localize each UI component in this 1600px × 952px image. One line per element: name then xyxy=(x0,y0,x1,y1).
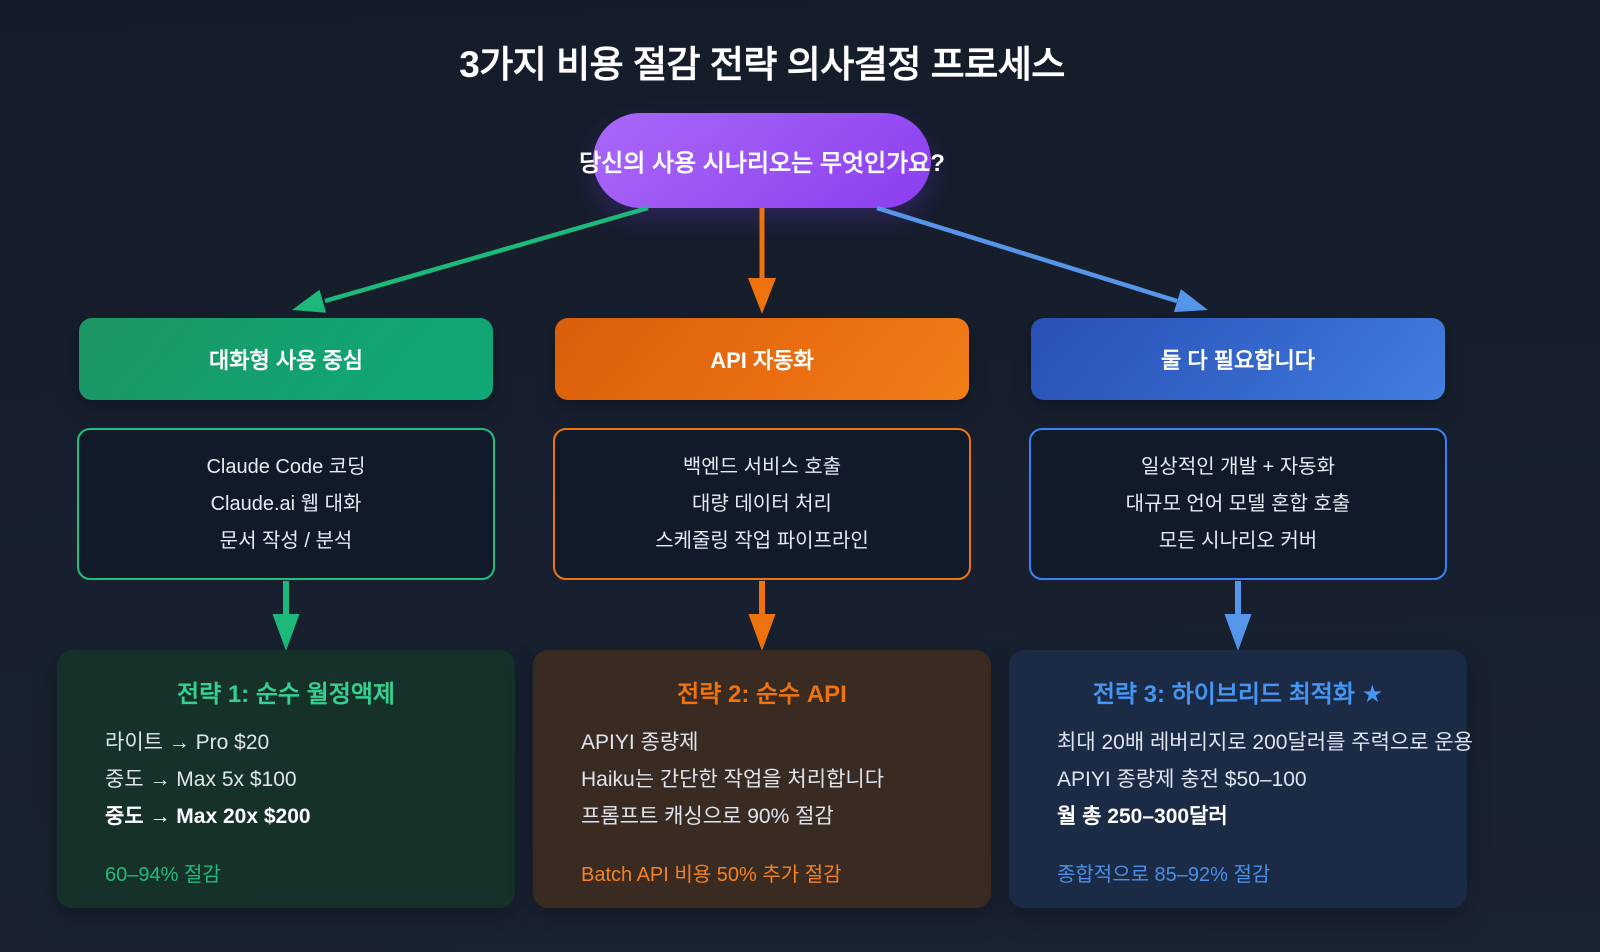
decision-node-label: 당신의 사용 시나리오는 무엇인가요? xyxy=(579,150,945,177)
scenario-line: 문서 작성 / 분석 xyxy=(219,529,353,552)
strategy-savings-note: 60–94% 절감 xyxy=(105,864,221,886)
branch-header-conversational: 대화형 사용 중심 xyxy=(79,318,493,400)
strategy-line-emphasis: 중도 → Max 20x $200 xyxy=(105,805,311,828)
strategy-line: 최대 20배 레버리지로 200달러를 주력으로 운용 xyxy=(1057,731,1474,754)
branch-header-api-automation: API 자동화 xyxy=(555,318,969,400)
branch-column-hybrid: 둘 다 필요합니다 일상적인 개발 + 자동화 대규모 언어 모델 혼합 호출 … xyxy=(1009,318,1474,908)
strategy-card-3: 전략 3: 하이브리드 최적화 ★ 최대 20배 레버리지로 200달러를 주력… xyxy=(1009,650,1474,908)
scenario-line: 대규모 언어 모델 혼합 호출 xyxy=(1125,492,1351,515)
branch-column-conversational: 대화형 사용 중심 Claude Code 코딩 Claude.ai 웹 대화 … xyxy=(57,318,515,908)
strategy-line: APIYI 종량제 충전 $50–100 xyxy=(1057,768,1307,791)
branch-column-api-automation: API 자동화 백엔드 서비스 호출 대량 데이터 처리 스케줄링 작업 파이프… xyxy=(533,318,991,908)
scenario-box-conversational: Claude Code 코딩 Claude.ai 웹 대화 문서 작성 / 분석 xyxy=(77,428,495,580)
strategy-card-title: 전략 1: 순수 월정액제 xyxy=(177,681,395,708)
scenario-line: 모든 시나리오 커버 xyxy=(1158,529,1318,552)
strategy-card-title: 전략 3: 하이브리드 최적화 ★ xyxy=(1092,681,1384,708)
strategy-savings-note: 종합적으로 85–92% 절감 xyxy=(1057,864,1271,886)
strategy-card-title: 전략 2: 순수 API xyxy=(677,681,847,708)
arrow-decision-to-branch-1 xyxy=(292,205,649,313)
branch-header-label: 둘 다 필요합니다 xyxy=(1161,348,1315,373)
branch-header-label: API 자동화 xyxy=(710,348,814,373)
scenario-line: 대량 데이터 처리 xyxy=(692,492,832,515)
strategy-line: 라이트 → Pro $20 xyxy=(105,731,270,754)
scenario-line: 백엔드 서비스 호출 xyxy=(682,455,842,478)
arrow-decision-to-branch-3 xyxy=(876,205,1208,313)
strategy-line: APIYI 종량제 xyxy=(581,731,699,754)
scenario-line: 스케줄링 작업 파이프라인 xyxy=(655,529,869,552)
branch-header-label: 대화형 사용 중심 xyxy=(209,348,363,373)
arrow-decision-to-branch-2 xyxy=(748,208,776,314)
branch-header-hybrid: 둘 다 필요합니다 xyxy=(1031,318,1445,400)
strategy-line: Haiku는 간단한 작업을 처리합니다 xyxy=(581,768,885,791)
strategy-line: 중도 → Max 5x $100 xyxy=(105,768,297,791)
scenario-box-hybrid: 일상적인 개발 + 자동화 대규모 언어 모델 혼합 호출 모든 시나리오 커버 xyxy=(1029,428,1447,580)
scenario-line: 일상적인 개발 + 자동화 xyxy=(1141,455,1335,478)
page-title: 3가지 비용 절감 전략 의사결정 프로세스 xyxy=(459,44,1065,85)
scenario-line: Claude Code 코딩 xyxy=(206,455,366,478)
strategy-line: 프롬프트 캐싱으로 90% 절감 xyxy=(581,805,834,828)
strategy-card-2: 전략 2: 순수 API APIYI 종량제 Haiku는 간단한 작업을 처리… xyxy=(533,650,991,908)
scenario-line: Claude.ai 웹 대화 xyxy=(210,492,362,515)
scenario-box-api-automation: 백엔드 서비스 호출 대량 데이터 처리 스케줄링 작업 파이프라인 xyxy=(553,428,971,580)
strategy-card-1: 전략 1: 순수 월정액제 라이트 → Pro $20 중도 → Max 5x … xyxy=(57,650,515,908)
strategy-savings-note: Batch API 비용 50% 추가 절감 xyxy=(581,864,842,886)
decision-node: 당신의 사용 시나리오는 무엇인가요? xyxy=(579,113,945,208)
strategy-line-emphasis: 월 총 250–300달러 xyxy=(1057,805,1228,828)
